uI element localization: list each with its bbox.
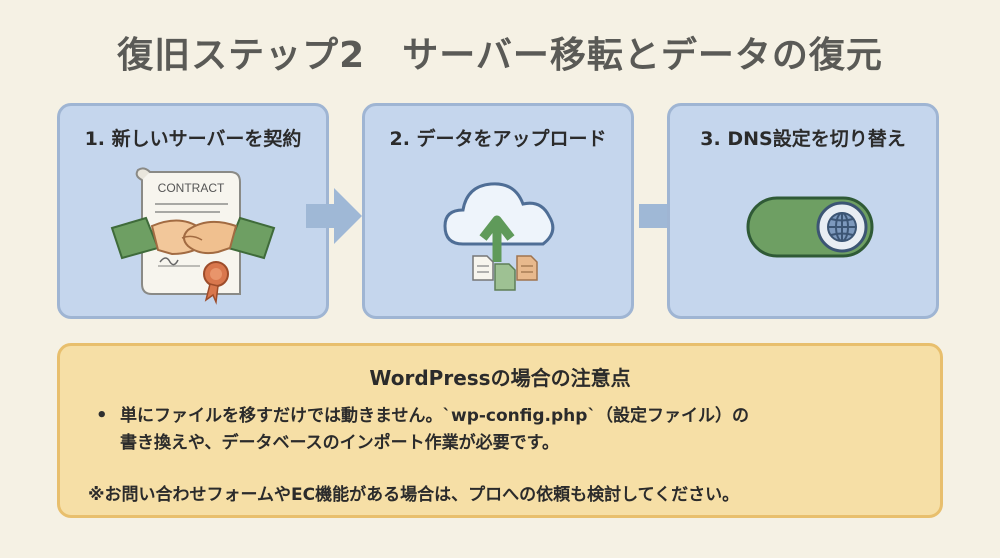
- note-panel: WordPressの場合の注意点 • 単にファイルを移すだけでは動きません。`w…: [57, 343, 943, 518]
- arrow-right-icon: [306, 188, 362, 244]
- note-bullet: 単にファイルを移すだけでは動きません。`wp-config.php`（設定ファイ…: [120, 403, 920, 457]
- note-footnote: ※お問い合わせフォームやEC機能がある場合は、プロへの依頼も検討してください。: [88, 485, 740, 505]
- step-label: 1. 新しいサーバーを契約: [84, 128, 302, 150]
- dns-toggle-icon: [746, 196, 874, 258]
- globe-icon: [827, 212, 857, 242]
- contract-document-text: CONTRACT: [158, 181, 225, 195]
- cloud-upload-icon: [443, 182, 555, 291]
- step-card-upload: 2. データをアップロード: [362, 103, 634, 319]
- contract-handshake-icon: CONTRACT: [110, 167, 276, 305]
- step-card-contract: 1. 新しいサーバーを契約 CONTRACT: [57, 103, 329, 319]
- note-title: WordPressの場合の注意点: [369, 366, 631, 390]
- step-label: 3. DNS設定を切り替え: [700, 128, 906, 150]
- bullet-icon: •: [96, 405, 108, 426]
- note-bullet-line: 書き換えや、データベースのインポート作業が必要です。: [120, 433, 559, 453]
- step-card-dns: 3. DNS設定を切り替え: [667, 103, 939, 319]
- step-label: 2. データをアップロード: [389, 128, 607, 150]
- page-title: 復旧ステップ2 サーバー移転とデータの復元: [117, 35, 883, 76]
- note-bullet-line: 単にファイルを移すだけでは動きません。`wp-config.php`（設定ファイ…: [120, 406, 749, 426]
